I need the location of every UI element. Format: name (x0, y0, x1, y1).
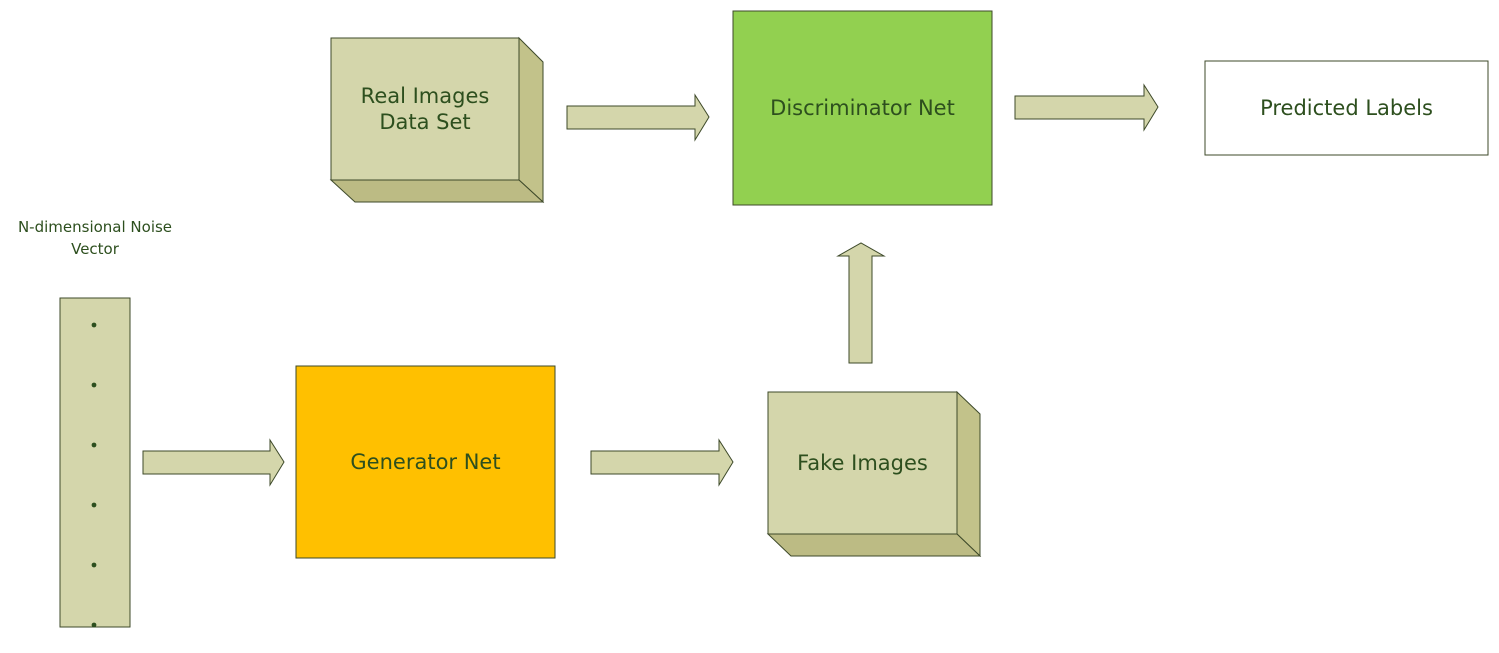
predicted-labels-label: Predicted Labels (1205, 61, 1488, 155)
generator-box (295, 365, 556, 559)
noise-vector-column (59, 297, 131, 628)
arrow-fake-to-discriminator (836, 242, 886, 364)
noise-dot (91, 322, 97, 328)
real-images-box-side (518, 36, 544, 204)
noise-vector-caption-line2: Vector (71, 240, 119, 258)
fake-images-label-text: Fake Images (797, 450, 928, 475)
noise-vector-caption-line1: N-dimensional Noise (17, 217, 173, 236)
arrow-generator-to-fake (590, 438, 734, 487)
discriminator-box (732, 10, 993, 206)
generator-label-text: Generator Net (350, 449, 501, 474)
discriminator-label: Discriminator Net (733, 11, 992, 205)
real-images-box-face (330, 37, 520, 181)
real-images-label-line2: Data Set (379, 110, 471, 134)
arrow-discriminator-to-labels (1014, 83, 1159, 132)
predicted-labels-label-text: Predicted Labels (1260, 95, 1433, 120)
noise-dot (91, 442, 97, 448)
fake-images-box-side (956, 390, 981, 558)
noise-vector-dots (91, 322, 97, 628)
fake-images-box-face (767, 391, 958, 535)
real-images-label: Real Images Data Set (331, 38, 519, 180)
real-images-box (329, 36, 545, 204)
arrow-real-to-discriminator (566, 93, 710, 142)
real-images-label-line1: Real Images (360, 83, 490, 108)
noise-dot (91, 562, 97, 568)
noise-dot (91, 382, 97, 388)
fake-images-box (766, 390, 982, 558)
generator-label: Generator Net (296, 366, 555, 558)
predicted-labels-box (1204, 60, 1489, 156)
fake-images-box-bottom (766, 533, 982, 557)
noise-dot (91, 502, 97, 508)
discriminator-label-text: Discriminator Net (770, 95, 955, 120)
noise-vector-caption: N-dimensional Noise Vector (0, 212, 190, 264)
real-images-box-bottom (329, 179, 545, 203)
arrow-noise-to-generator (142, 438, 285, 487)
noise-dot (91, 622, 97, 628)
fake-images-label: Fake Images (768, 392, 957, 534)
